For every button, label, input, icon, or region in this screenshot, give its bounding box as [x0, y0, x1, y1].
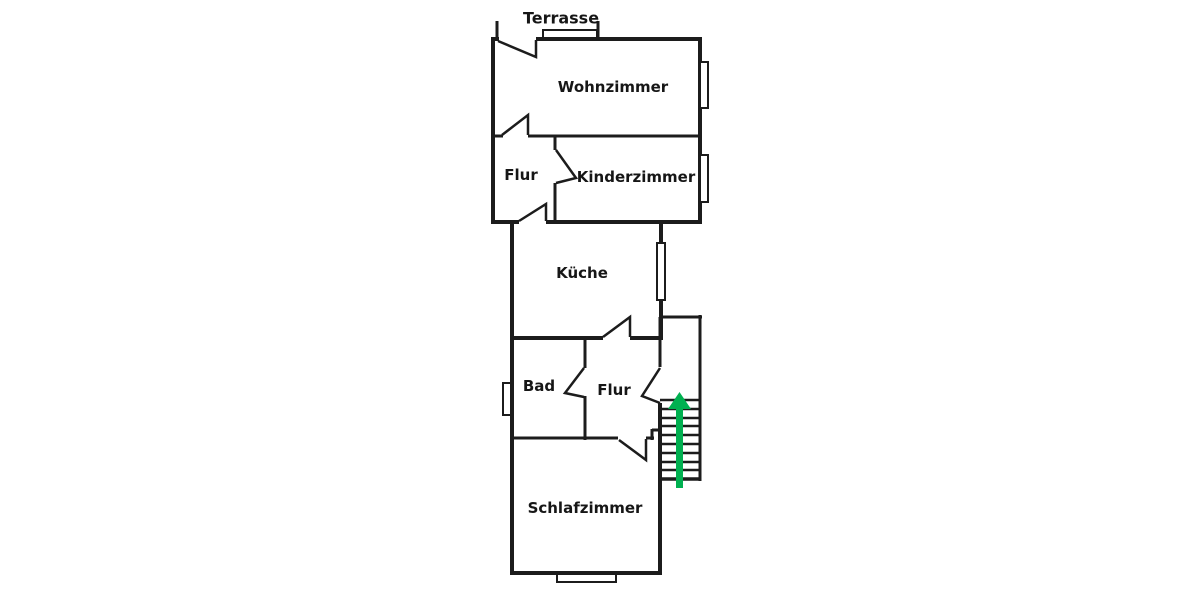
door-bad [562, 367, 585, 399]
room-label-wohnzimmer: Wohnzimmer [557, 78, 669, 96]
door-kinderzimmer [554, 149, 579, 185]
stairs-up-arrow-icon [668, 392, 691, 488]
arrow-head [668, 392, 691, 409]
room-label-flur-upper: Flur [504, 166, 538, 184]
room-label-terrasse: Terrasse [522, 8, 600, 28]
window-wohnzimmer-right [699, 61, 709, 109]
room-label-flur-lower: Flur [597, 381, 631, 399]
window-wohnzimmer-top [542, 29, 598, 39]
window-schlafzimmer-bottom [556, 573, 617, 583]
room-label-bad: Bad [522, 377, 556, 395]
door-schlafzimmer [618, 438, 648, 463]
window-bad-left [502, 382, 512, 416]
room-label-kinderzimmer: Kinderzimmer [576, 168, 696, 186]
door-flur-kueche [518, 201, 548, 223]
arrow-shaft [676, 405, 683, 488]
door-kueche-flur [602, 314, 632, 339]
window-kueche-right [656, 242, 666, 301]
room-label-schlafzimmer: Schlafzimmer [527, 499, 643, 517]
door-flur-stairs [640, 367, 662, 405]
doors [497, 39, 662, 463]
door-terrasse [497, 39, 538, 59]
window-kinderzimmer-right [699, 154, 709, 203]
door-wohnzimmer [501, 112, 530, 136]
windows [502, 29, 709, 583]
room-label-kueche: Küche [556, 264, 608, 282]
